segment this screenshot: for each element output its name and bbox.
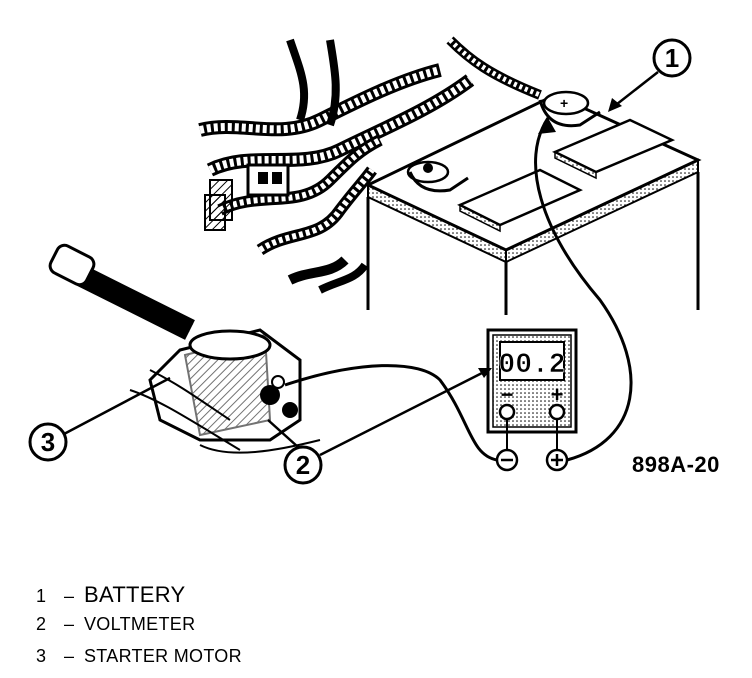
voltmeter-reading: 00.2: [498, 350, 565, 381]
svg-text:3: 3: [41, 427, 55, 457]
legend-dash: –: [63, 614, 74, 634]
svg-text:2: 2: [296, 450, 310, 480]
meter-jack-negative: [498, 403, 516, 421]
legend-number: 3: [36, 646, 47, 666]
diagram-illustration: +: [28, 36, 702, 485]
callout-1: 1: [608, 38, 692, 112]
legend-number: 2: [36, 614, 47, 634]
legend-dash: –: [63, 586, 74, 606]
legend-dash: –: [63, 646, 74, 666]
callout-3: 3: [28, 376, 171, 462]
svg-text:+: +: [560, 95, 568, 111]
legend-label: VOLTMETER: [84, 614, 196, 634]
legend-label: STARTER MOTOR: [84, 646, 242, 666]
legend: 1 – BATTERY 2 – VOLTMETER 3 – STARTER MO…: [36, 582, 242, 678]
voltmeter: 00.2 − +: [486, 328, 578, 472]
wiring-harness: [198, 36, 542, 294]
legend-item: 2 – VOLTMETER: [36, 614, 242, 646]
legend-number: 1: [36, 586, 47, 606]
starter-motor: [48, 243, 321, 454]
meter-jack-positive: [548, 403, 566, 421]
legend-item: 3 – STARTER MOTOR: [36, 646, 242, 678]
positive-terminal-icon: +: [538, 90, 601, 128]
svg-text:1: 1: [665, 43, 679, 73]
minus-label: −: [501, 382, 514, 407]
negative-terminal-icon: [406, 160, 469, 193]
callout-2: 2: [267, 368, 492, 485]
battery: +: [364, 90, 702, 315]
test-leads: [284, 117, 633, 462]
figure-id: 898A-20: [632, 452, 720, 477]
legend-label: BATTERY: [84, 582, 186, 607]
plus-label: +: [551, 382, 564, 407]
legend-item: 1 – BATTERY: [36, 582, 242, 614]
